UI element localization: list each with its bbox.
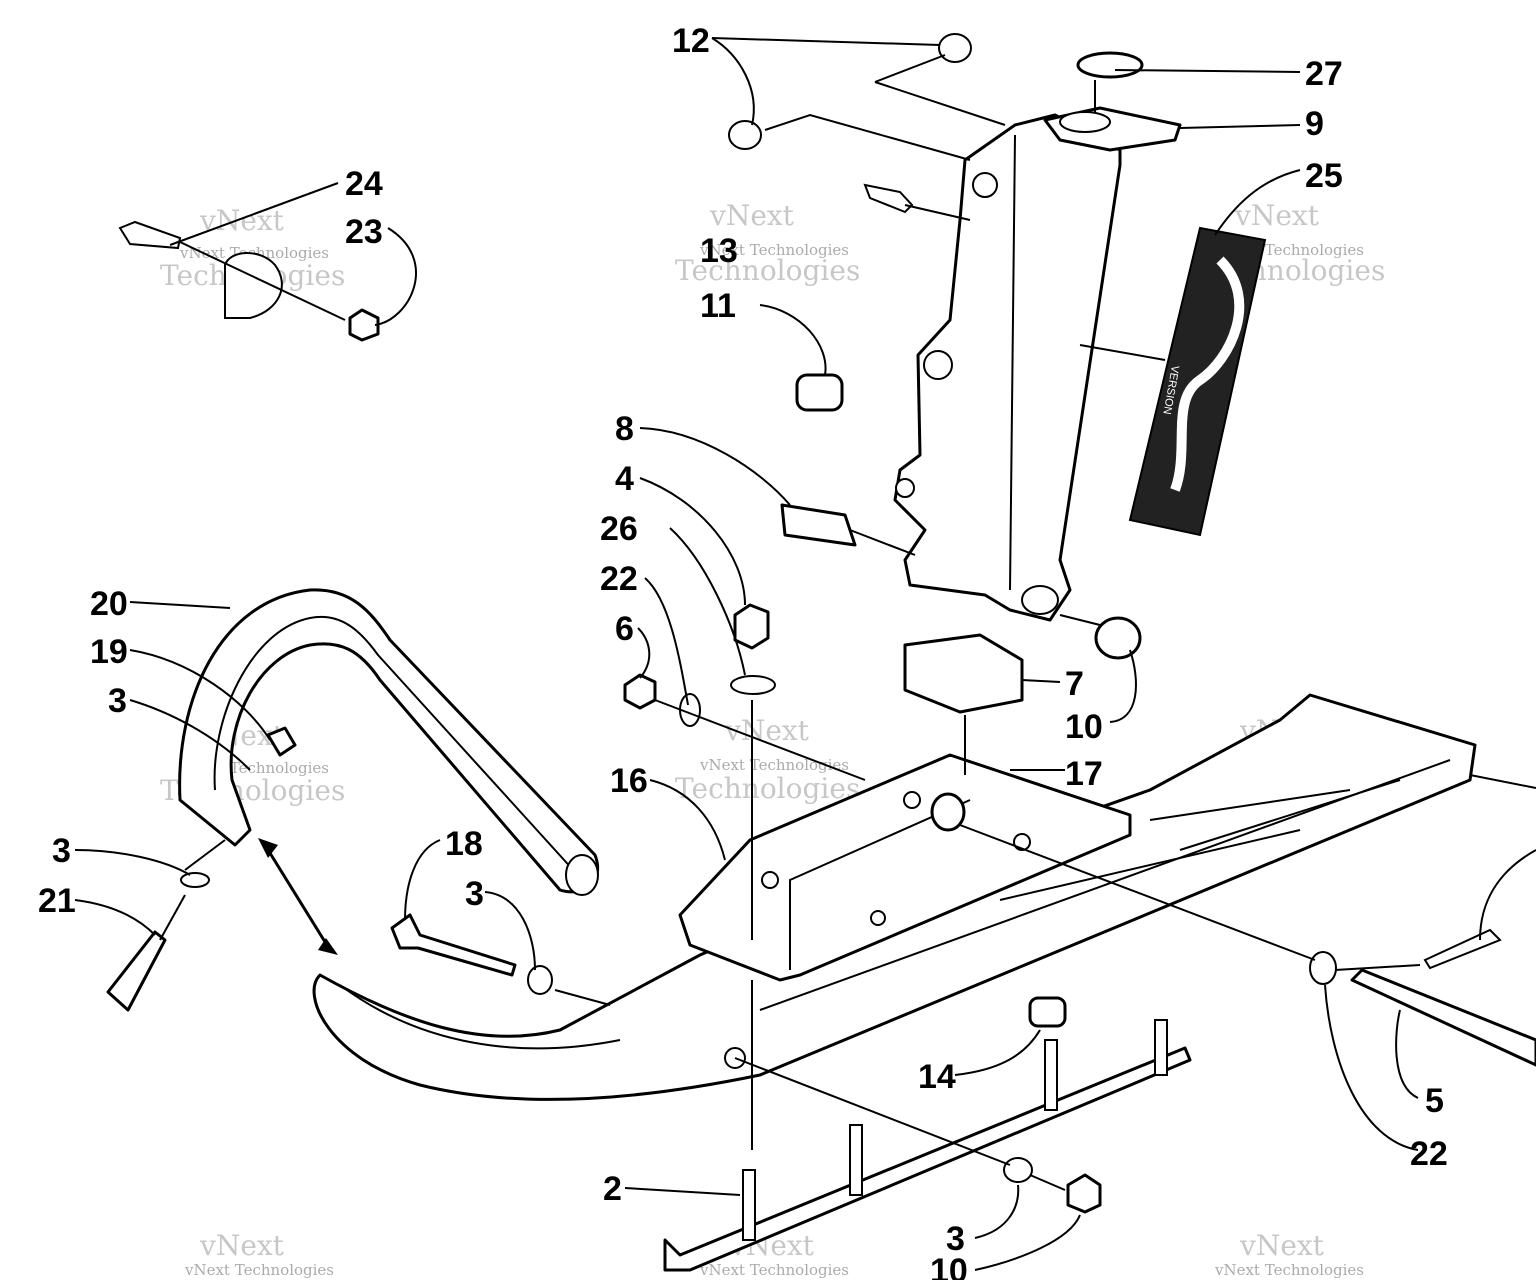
spindle-top-bore: [1059, 111, 1111, 133]
callouts: 12 27 9 25 24 23 13 11 8 4 26 22 6 7 10 …: [38, 22, 1448, 1280]
callout-label: 5: [1425, 1082, 1444, 1120]
wear-bar: [663, 1019, 1192, 1272]
block: [903, 633, 1024, 714]
watermark-mid-center: vNext Technologies vNext Technologies: [675, 714, 860, 805]
nut-bottom: [1066, 1173, 1102, 1214]
watermark-text: vNext: [724, 714, 810, 747]
bushing-11: [795, 373, 844, 412]
watermark-text: vNext: [199, 1229, 285, 1262]
callout-label: 22: [600, 560, 638, 598]
wear-bar-stud: [1044, 1039, 1058, 1111]
spindle: [893, 106, 1182, 622]
arrow-head: [258, 838, 278, 858]
bolt-21: [106, 930, 167, 1012]
watermark-text: vNext Technologies: [184, 1261, 334, 1279]
callout-label: 27: [1305, 55, 1343, 93]
callout-label: 13: [700, 232, 738, 270]
callout-label: 11: [700, 287, 736, 325]
callout-label: 16: [610, 762, 648, 800]
spindle-pivot-bore: [1021, 585, 1059, 615]
grommet: [728, 120, 762, 150]
washer-22-right: [1309, 951, 1337, 985]
wear-bar-stud: [742, 1169, 756, 1241]
callout-label: 17: [1065, 755, 1103, 793]
nut-4: [733, 603, 770, 650]
arrow-line: [263, 844, 332, 951]
watermark-text: vNext: [709, 199, 795, 232]
callout-label: 6: [615, 610, 634, 648]
watermark-text: vNext Technologies: [699, 1261, 849, 1279]
washer-26: [730, 675, 776, 695]
cotter-pin: [1423, 928, 1502, 970]
nut-19: [266, 726, 297, 757]
callout-label: 26: [600, 510, 638, 548]
callout-label: 25: [1305, 157, 1343, 195]
callout-label: 3: [108, 682, 127, 720]
hardware: [106, 33, 1536, 1214]
callout-label: 24: [345, 165, 383, 203]
bushing-17: [930, 792, 966, 832]
spacer-14: [1028, 996, 1067, 1028]
callout-label: 12: [672, 22, 710, 60]
callout-label: 14: [918, 1058, 956, 1096]
callout-label: 23: [345, 213, 383, 251]
watermark-bottom-right: vNext vNext Technologies: [1214, 1229, 1364, 1279]
bolt-24: [118, 220, 182, 250]
watermark-text: vNext: [1234, 199, 1320, 232]
callout-label: 3: [946, 1220, 965, 1258]
callout-label: 21: [38, 882, 76, 920]
callout-label: 10: [1065, 708, 1103, 746]
callout-label: 7: [1065, 665, 1084, 703]
callout-label: 8: [615, 410, 634, 448]
watermark-bottom-left: vNext vNext Technologies: [184, 1229, 334, 1279]
saddle-hole: [761, 871, 779, 889]
callout-label: 19: [90, 633, 128, 671]
callout-label: 3: [52, 832, 71, 870]
saddle-bracket: [678, 753, 1132, 982]
saddle-hole: [903, 791, 921, 809]
callout-label: 9: [1305, 105, 1324, 143]
nut-23: [348, 308, 380, 342]
wear-bar-stud: [849, 1124, 863, 1196]
washer-3: [527, 965, 553, 995]
callout-label: 22: [1410, 1135, 1448, 1173]
washer-3: [1003, 1157, 1033, 1183]
grease-fitting: [863, 183, 914, 214]
callout-label: 2: [603, 1170, 622, 1208]
arrow-head: [318, 938, 338, 955]
nut-6: [623, 673, 657, 710]
watermark-text: Technologies: [675, 254, 860, 287]
bolt-18: [390, 913, 517, 977]
handle-end: [565, 854, 599, 896]
explode-lines: [159, 54, 1421, 1191]
saddle-hole: [870, 910, 886, 926]
callout-label: 3: [465, 875, 484, 913]
watermark-text: vNext: [1239, 1229, 1325, 1262]
watermark-text: vNext: [199, 204, 285, 237]
watermark-text: vNext Technologies: [1214, 1261, 1364, 1279]
callout-label: 18: [445, 825, 483, 863]
watermark-text: Technologies: [675, 772, 860, 805]
callout-label: 10: [930, 1252, 968, 1280]
watermark-bottom-center: vNext vNext Technologies: [699, 1229, 849, 1279]
watermark-text: vNext Technologies: [699, 241, 849, 259]
washer-3: [180, 872, 210, 888]
cap: [1076, 51, 1144, 79]
watermark-top-center: vNext Technologies vNext Technologies: [675, 199, 860, 287]
spindle-bore: [972, 172, 998, 198]
callout-label: 4: [615, 460, 634, 498]
callout-label: 20: [90, 585, 128, 623]
bushing-8: [780, 503, 857, 547]
spindle-bore: [895, 478, 915, 498]
wear-bar-stud: [1154, 1019, 1168, 1076]
loop-handle: [178, 588, 599, 896]
bushing-10: [1094, 616, 1142, 660]
leader-lines: [74, 37, 1536, 1271]
spindle-bore: [923, 350, 953, 380]
axle-5: [1350, 968, 1536, 1067]
grommet: [938, 33, 972, 63]
